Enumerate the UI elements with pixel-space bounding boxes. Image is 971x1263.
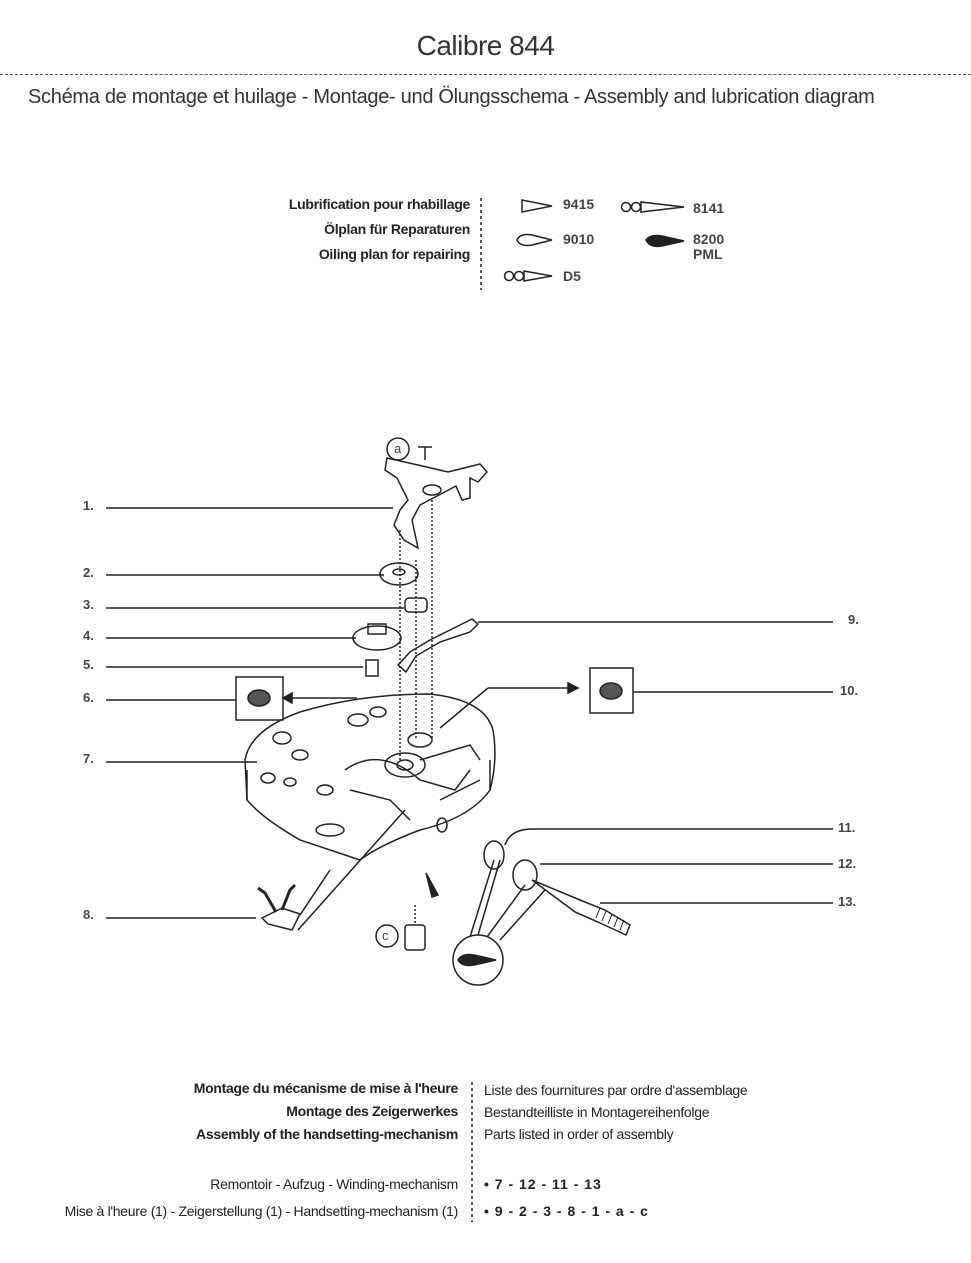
minute-wheel-part-2 (379, 562, 419, 586)
handsetting-mechanism-label: Mise à l'heure (1) - Zeigerstellung (1) … (64, 1203, 459, 1219)
main-plate-part-7 (244, 693, 496, 861)
part-label-8: 8. (83, 907, 94, 922)
part-label-1: 1. (83, 498, 94, 513)
legend-code-8141: 8141 (693, 200, 725, 216)
legend-code-9010: 9010 (563, 231, 595, 247)
legend-heading-de: Ölplan für Reparaturen (324, 221, 470, 237)
part-label-11: 11. (838, 820, 856, 835)
legend-code-8200: 8200 (693, 231, 725, 247)
assembly-heading-de: Montage des Zeigerwerkes (286, 1103, 458, 1119)
assembly-heading-fr: Montage du mécanisme de mise à l'heure (193, 1080, 459, 1096)
handsetting-sequence: • 9 - 2 - 3 - 8 - 1 - a - c (484, 1203, 649, 1219)
winding-pinion-part-12 (512, 859, 538, 891)
screw-a-callout (386, 437, 410, 461)
part-label-7: 7. (83, 751, 94, 766)
part-label-6: 6. (83, 690, 94, 705)
legend-heading-en: Oiling plan for repairing (318, 246, 470, 262)
legend-code-pml: PML (693, 246, 723, 262)
part-label-3: 3. (83, 597, 94, 612)
plate-holes (260, 706, 448, 837)
spring-part-8 (260, 907, 302, 931)
sliding-pinion-part-11 (483, 840, 505, 870)
oil-9010-icon (516, 233, 553, 247)
jewel-callout-10 (589, 667, 634, 714)
oil-d5-icon (503, 270, 553, 282)
yoke-part-9 (396, 618, 480, 674)
assembly-heading-en: Assembly of the handsetting-mechanism (196, 1126, 458, 1142)
legend-heading-fr: Lubrification pour rhabillage (288, 196, 470, 212)
part-label-5: 5. (83, 657, 94, 672)
winding-mechanism-label: Remontoir - Aufzug - Winding-mechanism (210, 1176, 458, 1192)
winding-stem-part-13 (531, 879, 631, 937)
oil-8141-icon (620, 201, 685, 213)
legend-code-d5: D5 (563, 268, 581, 284)
screw-a (418, 446, 432, 460)
leader-11 (504, 828, 833, 846)
part-label-2: 2. (83, 565, 94, 580)
parts-list-heading-de: Bestandteilliste in Montagereihenfolge (484, 1104, 710, 1120)
screw-c-callout (375, 924, 399, 948)
legend-code-9415: 9415 (563, 196, 595, 212)
arrow-10-diagonal (439, 687, 489, 729)
part-label-a: a (394, 441, 402, 456)
part-label-9: 9. (848, 612, 859, 627)
hour-wheel-part-4 (352, 625, 402, 651)
part-label-c: c (382, 928, 389, 943)
parts-list-heading-en: Parts listed in order of assembly (484, 1126, 674, 1142)
page-title: Calibre 844 (416, 30, 555, 61)
setting-lever-part-1 (384, 457, 489, 550)
parts-list-heading-fr: Liste des fournitures par ordre d'assemb… (484, 1082, 748, 1098)
page-subtitle: Schéma de montage et huilage - Montage- … (28, 86, 875, 108)
cannon-pinion-part-3 (404, 597, 428, 613)
part-label-10: 10. (840, 683, 859, 698)
winding-sequence: • 7 - 12 - 11 - 13 (484, 1176, 602, 1192)
grease-8200-icon (645, 234, 685, 248)
part-label-4: 4. (83, 628, 94, 643)
oil-9415-icon (521, 199, 553, 213)
lever-pin-hole (422, 484, 442, 496)
part-label-13: 13. (838, 894, 857, 909)
screw-c (404, 924, 426, 951)
part-label-12: 12. (838, 856, 857, 871)
title-divider (0, 74, 971, 75)
setting-wheel-part-5 (365, 659, 379, 677)
